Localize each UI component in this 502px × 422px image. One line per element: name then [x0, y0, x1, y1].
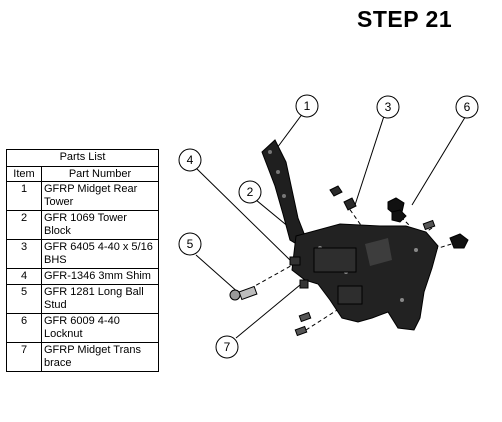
leader-line-4	[195, 167, 293, 263]
callout-label-3: 3	[385, 100, 392, 114]
shim-part	[289, 256, 309, 289]
part-name: GFRP Midget Trans brace	[41, 342, 159, 372]
callout-label-6: 6	[464, 100, 471, 114]
leader-lines	[195, 112, 468, 339]
callout-circle-3	[376, 95, 400, 119]
callout-circle-7	[215, 335, 239, 359]
table-row: 3 GFR 6405 4-40 x 5/16 BHS	[6, 239, 159, 269]
trans-brace-part	[291, 223, 439, 331]
leader-line-1	[276, 112, 304, 149]
table-row: 2 GFR 1069 Tower Block	[6, 210, 159, 240]
part-name: GFR-1346 3mm Shim	[41, 268, 159, 285]
part-name: GFR 1069 Tower Block	[41, 210, 159, 240]
screw-part	[294, 185, 436, 337]
part-name: GFRP Midget Rear Tower	[41, 181, 159, 211]
ball-stud-part	[229, 285, 258, 301]
callout-label-1: 1	[304, 99, 311, 113]
item-number: 5	[6, 284, 42, 314]
callout-label-7: 7	[224, 340, 231, 354]
rear-tower-part	[261, 139, 306, 247]
callout-circle-4	[178, 148, 202, 172]
callout-label-5: 5	[187, 237, 194, 251]
table-row: 4 GFR-1346 3mm Shim	[6, 268, 159, 285]
leader-line-5	[195, 254, 241, 295]
parts-list-table: Parts List Item Part Number 1 GFRP Midge…	[6, 149, 159, 372]
callout-circle-1	[295, 94, 319, 118]
item-number: 7	[6, 342, 42, 372]
locknut-part	[387, 197, 469, 249]
part-name: GFR 1281 Long Ball Stud	[41, 284, 159, 314]
tower-block-part	[313, 247, 363, 305]
callout-circle-5	[178, 232, 202, 256]
callout-circles	[178, 94, 479, 359]
table-row: 5 GFR 1281 Long Ball Stud	[6, 284, 159, 314]
callout-label-2: 2	[247, 185, 254, 199]
step-title: STEP 21	[357, 6, 453, 32]
callout-circle-2	[238, 180, 262, 204]
leader-line-7	[235, 284, 301, 339]
table-row: 6 GFR 6009 4-40 Locknut	[6, 313, 159, 343]
item-number: 6	[6, 313, 42, 343]
callout-label-4: 4	[187, 153, 194, 167]
part-name: GFR 6009 4-40 Locknut	[41, 313, 159, 343]
table-row: 1 GFRP Midget Rear Tower	[6, 181, 159, 211]
leader-line-3	[354, 115, 385, 206]
part-name: GFR 6405 4-40 x 5/16 BHS	[41, 239, 159, 269]
callout-circle-6	[455, 95, 479, 119]
leader-line-6	[411, 113, 468, 206]
item-number: 3	[6, 239, 42, 269]
table-row: 7 GFRP Midget Trans brace	[6, 342, 159, 372]
